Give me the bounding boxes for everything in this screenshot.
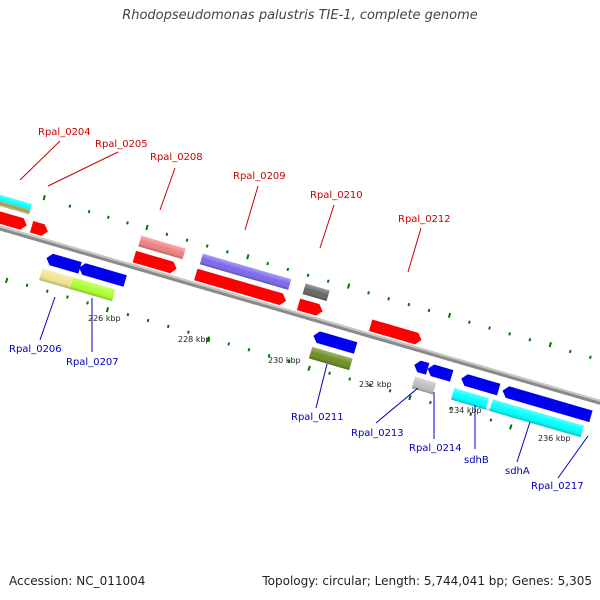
forward-cds-track (0, 209, 423, 345)
forward-ticks (42, 194, 592, 360)
tick-label: 232 kbp (359, 380, 392, 389)
gene-label[interactable]: sdhA (505, 466, 530, 477)
reverse-cds-track (45, 252, 593, 423)
gene-label[interactable]: Rpal_0217 (531, 481, 584, 492)
reverse-leaders (39, 296, 589, 479)
gene-label[interactable]: Rpal_0213 (351, 428, 404, 439)
gene-label[interactable]: Rpal_0204 (38, 127, 91, 138)
cds-arrow[interactable] (368, 319, 423, 345)
reverse-gene-track (39, 268, 585, 438)
cds-arrow-reverse[interactable] (501, 385, 593, 423)
cds-arrow-reverse[interactable] (45, 252, 82, 274)
cds-arrow-reverse[interactable] (460, 373, 501, 396)
gene-label[interactable]: Rpal_0207 (66, 357, 119, 368)
cds-arrow[interactable] (296, 298, 324, 317)
gene-label[interactable]: Rpal_0209 (233, 171, 286, 182)
gene-label[interactable]: Rpal_0210 (310, 190, 363, 201)
cds-arrow[interactable] (132, 250, 179, 275)
forward-leaders (19, 140, 422, 273)
tick-label: 230 kbp (268, 356, 301, 365)
cds-arrow[interactable] (0, 209, 28, 231)
gene-label[interactable]: Rpal_0208 (150, 152, 203, 163)
cds-arrow-reverse[interactable] (426, 363, 454, 382)
map-title: Rhodopseudomonas palustris TIE-1, comple… (122, 8, 478, 23)
reverse-ticks (4, 277, 513, 430)
gene-label[interactable]: Rpal_0211 (291, 412, 344, 423)
gene-label[interactable]: Rpal_0214 (409, 443, 462, 454)
gene-label[interactable]: Rpal_0212 (398, 214, 451, 225)
cds-arrow[interactable] (194, 268, 288, 307)
accession-label: Accession: NC_011004 (9, 574, 146, 588)
cds-arrow-reverse[interactable] (312, 330, 358, 354)
cds-arrow-reverse[interactable] (413, 359, 430, 375)
gene-label[interactable]: Rpal_0205 (95, 139, 148, 150)
genome-summary: Topology: circular; Length: 5,744,041 bp… (262, 574, 592, 588)
tick-label: 226 kbp (88, 314, 121, 323)
forward-gene-track (0, 193, 330, 302)
gene-label[interactable]: sdhB (464, 455, 489, 466)
gene-label[interactable]: Rpal_0206 (9, 344, 62, 355)
tick-label: 228 kbp (178, 335, 211, 344)
tick-label: 234 kbp (449, 406, 482, 415)
cds-arrow-reverse[interactable] (77, 262, 127, 287)
tick-label: 236 kbp (538, 434, 571, 443)
cds-arrow[interactable] (29, 221, 50, 237)
